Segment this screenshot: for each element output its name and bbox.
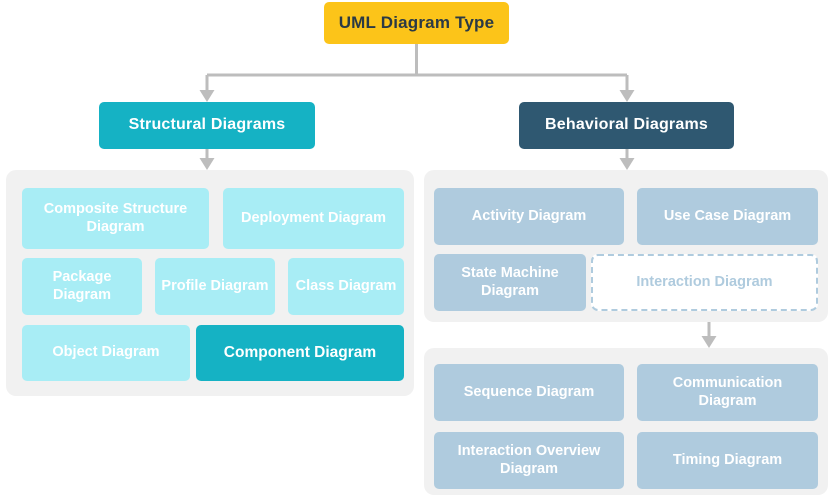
node-use-case-diagram[interactable]: Use Case Diagram (637, 188, 818, 245)
node-object-diagram[interactable]: Object Diagram (22, 325, 190, 381)
node-behavioral-diagrams[interactable]: Behavioral Diagrams (519, 102, 734, 149)
node-interaction-diagram[interactable]: Interaction Diagram (591, 254, 818, 311)
node-uml-diagram-type[interactable]: UML Diagram Type (324, 2, 509, 44)
node-state-machine-diagram[interactable]: State Machine Diagram (434, 254, 586, 311)
node-communication-diagram[interactable]: Communication Diagram (637, 364, 818, 421)
node-sequence-diagram[interactable]: Sequence Diagram (434, 364, 624, 421)
node-structural-diagrams[interactable]: Structural Diagrams (99, 102, 315, 149)
panel-behavioral-diagrams: Activity Diagram Use Case Diagram State … (424, 170, 828, 322)
node-component-diagram[interactable]: Component Diagram (196, 325, 404, 381)
node-interaction-overview-diagram[interactable]: Interaction Overview Diagram (434, 432, 624, 489)
node-class-diagram[interactable]: Class Diagram (288, 258, 404, 315)
node-package-diagram[interactable]: Package Diagram (22, 258, 142, 315)
node-activity-diagram[interactable]: Activity Diagram (434, 188, 624, 245)
node-profile-diagram[interactable]: Profile Diagram (155, 258, 275, 315)
node-timing-diagram[interactable]: Timing Diagram (637, 432, 818, 489)
node-composite-structure-diagram[interactable]: Composite Structure Diagram (22, 188, 209, 249)
panel-interaction-diagrams: Sequence Diagram Communication Diagram I… (424, 348, 828, 495)
panel-structural-diagrams: Composite Structure Diagram Deployment D… (6, 170, 414, 396)
node-deployment-diagram[interactable]: Deployment Diagram (223, 188, 404, 249)
